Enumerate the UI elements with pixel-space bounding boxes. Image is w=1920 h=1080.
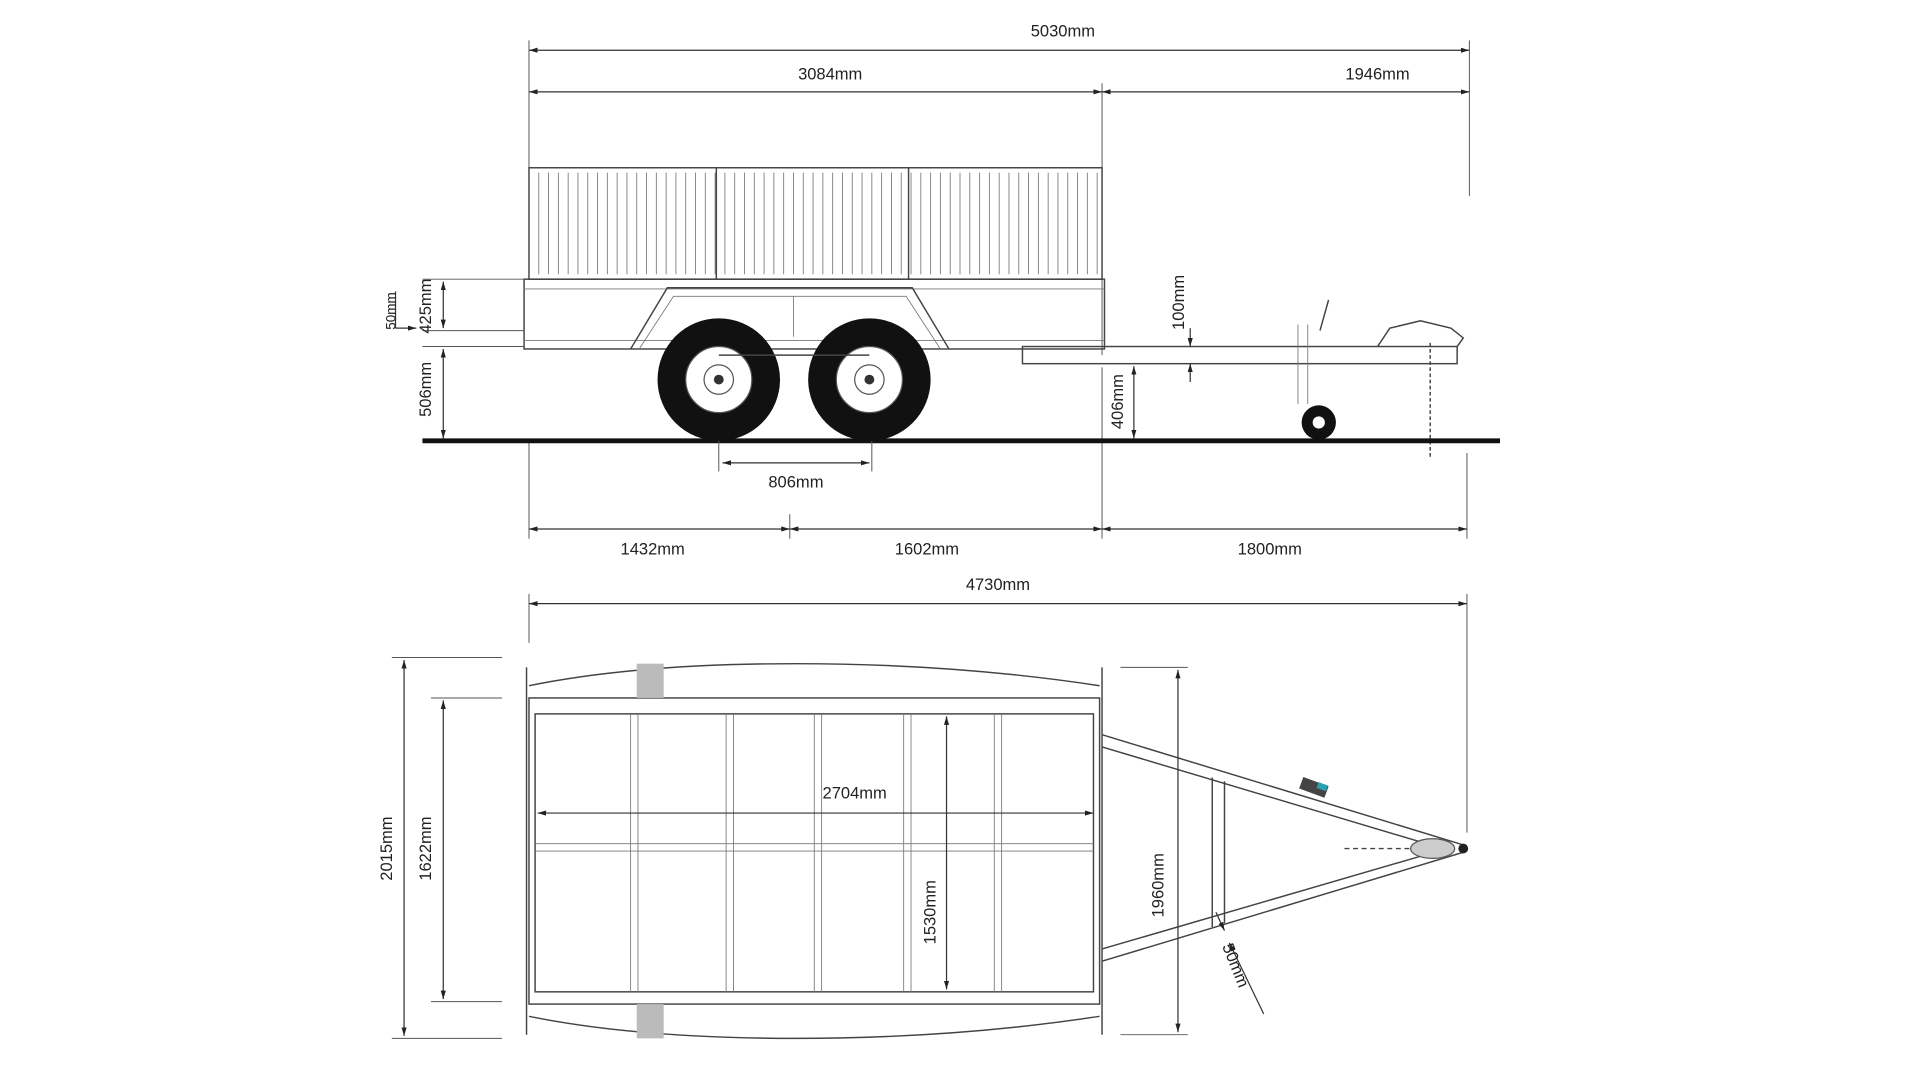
drawbar [1021, 345, 1458, 365]
dim-label-deck-height: 506mm [416, 362, 435, 417]
dim-label-drawbar-width: 1960mm [1148, 853, 1167, 917]
a-frame-drawbar [1101, 733, 1464, 962]
dim-label-drawbar-offset: 100mm [1169, 275, 1188, 330]
dim-label-top-overall-length: 4730mm [966, 575, 1030, 594]
dim-label-drawbar-length: 1946mm [1345, 65, 1409, 84]
dim-label-body-length: 3084mm [798, 65, 862, 84]
wheel-front [808, 318, 931, 441]
mesh-cage [528, 167, 1103, 280]
side-view: 5030mm 3084mm 1946mm [384, 22, 1500, 559]
dim-label-inner-width: 1530mm [921, 880, 940, 944]
dim-label-drawbar-height: 406mm [1108, 374, 1127, 429]
dim-label-side-height: 425mm [416, 279, 435, 334]
fender [629, 287, 950, 350]
top-frame [525, 667, 1103, 1035]
dim-label-inner-length: 2704mm [823, 783, 887, 802]
top-view: 4730mm [377, 575, 1469, 1040]
dim-label-rail-thickness: 50mm [384, 292, 399, 329]
dim-label-overall-length: 5030mm [1031, 22, 1095, 41]
dim-label-overall-width: 2015mm [377, 816, 396, 880]
dim-label-body-width: 1622mm [416, 816, 435, 880]
dim-label-axle-spacing: 806mm [768, 472, 823, 491]
dim-label-axle-to-front: 1602mm [895, 540, 959, 559]
coupler [1376, 320, 1465, 347]
trailer-body [523, 278, 1106, 350]
jack-handle [1299, 776, 1329, 798]
coupler-top [1410, 838, 1456, 859]
wheel-rear [657, 318, 780, 441]
dim-label-rear-to-axle: 1432mm [621, 540, 685, 559]
dim-label-front-to-coupler: 1800mm [1238, 540, 1302, 559]
dim-label-tube-size: 50mm [1218, 940, 1253, 990]
